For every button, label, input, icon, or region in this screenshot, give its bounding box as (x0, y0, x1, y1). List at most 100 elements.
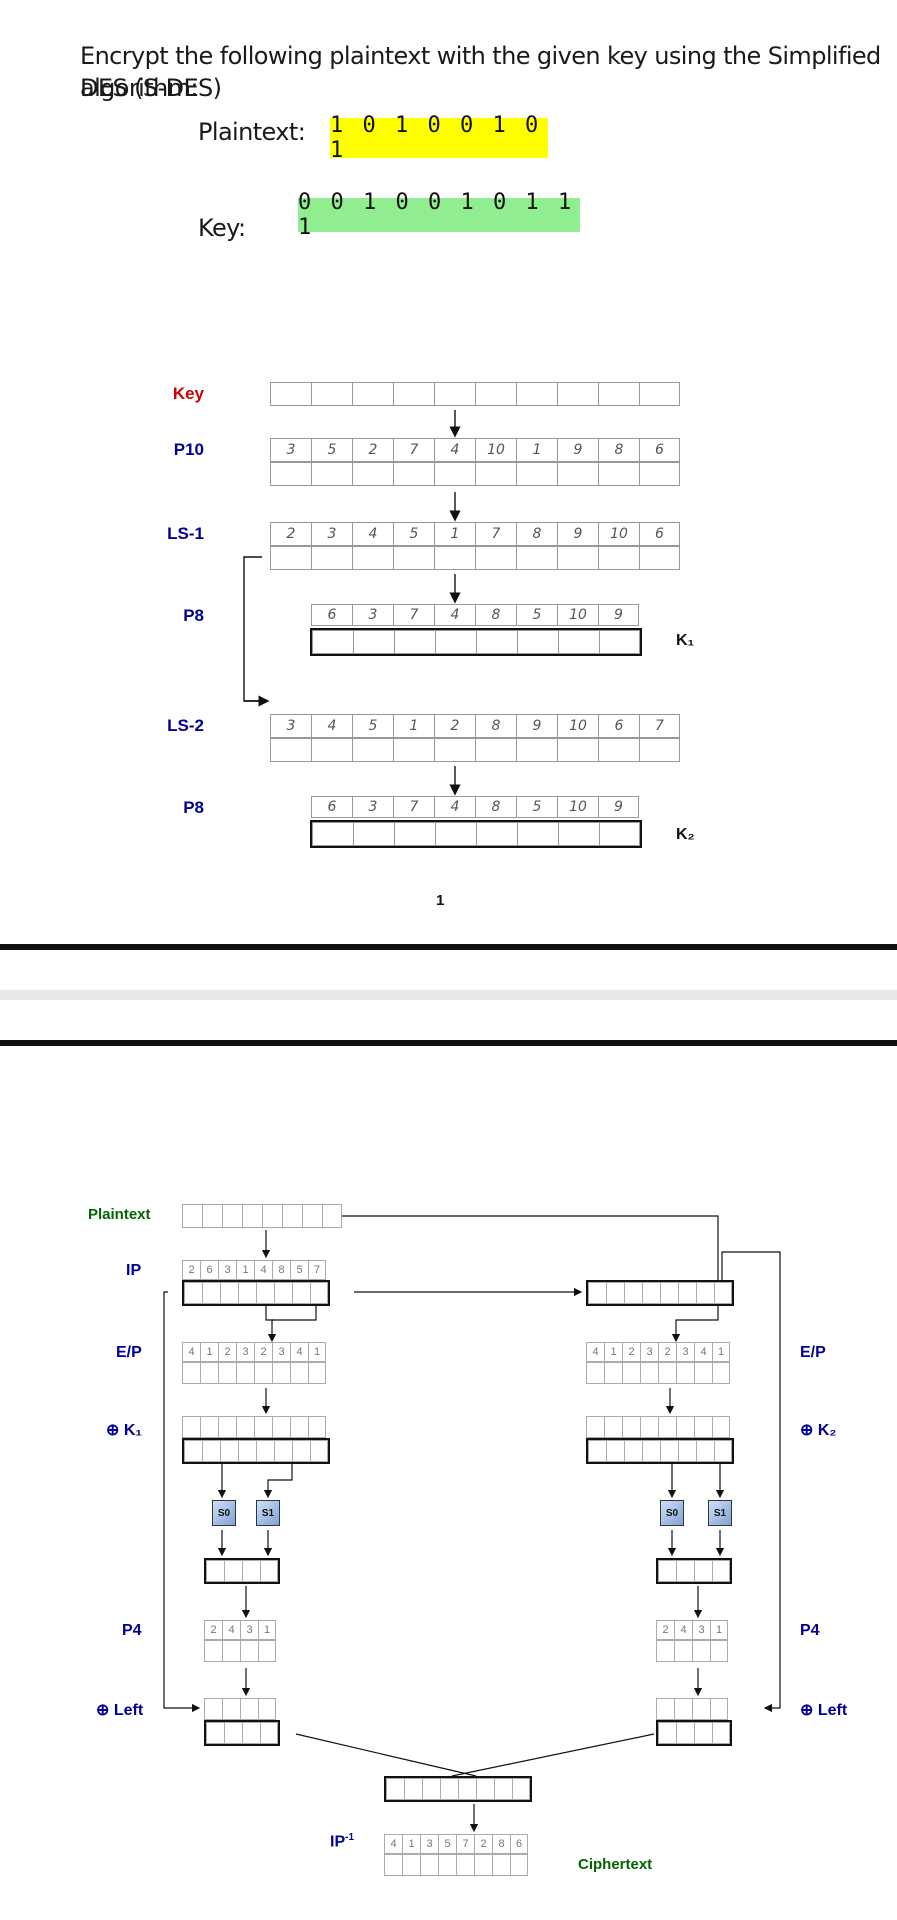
k2-output-row (310, 820, 642, 848)
p8-cell: 10 (557, 796, 598, 818)
ls1-cell: 6 (639, 522, 680, 546)
p10-cell: 1 (516, 438, 557, 462)
ip-inv-cell: 4 (384, 1834, 402, 1854)
p4-cell: 1 (710, 1620, 728, 1640)
key-input-row (270, 382, 680, 406)
sbox-output-right (656, 1558, 732, 1584)
s1-box-right: S1 (708, 1500, 732, 1526)
p8-cell: 3 (352, 796, 393, 818)
ep-cell: 1 (308, 1342, 326, 1362)
k1-output-row (310, 628, 642, 656)
ep-cell: 3 (236, 1342, 254, 1362)
ks-label-ls2: LS-2 (167, 716, 204, 735)
s0-box-right: S0 (660, 1500, 684, 1526)
ip-inv-cell: 2 (474, 1834, 492, 1854)
ip-inv-cell: 5 (438, 1834, 456, 1854)
p10-cell: 7 (393, 438, 434, 462)
enc-label-ip-inverse: IP-1 (330, 1832, 355, 1851)
plaintext-value: 1 0 1 0 0 1 0 1 (330, 113, 548, 163)
enc-label-ciphertext: Ciphertext (578, 1856, 653, 1873)
enc-xor-k2-top (586, 1416, 730, 1438)
ls1-cell: 2 (270, 522, 311, 546)
ip-inv-cell: 1 (402, 1834, 420, 1854)
p10-cell: 2 (352, 438, 393, 462)
p4-cell: 3 (240, 1620, 258, 1640)
ls1-cell: 9 (557, 522, 598, 546)
enc-ciphertext-row (384, 1854, 528, 1876)
enc-ip-output-left (182, 1280, 330, 1306)
ep-cell: 1 (604, 1342, 622, 1362)
ep-cell: 4 (586, 1342, 604, 1362)
p8-cell: 8 (475, 604, 516, 626)
ls2-cell: 6 (598, 714, 639, 738)
page-divider-top (0, 944, 897, 950)
ls2-cell: 3 (270, 714, 311, 738)
ip-inv-cell: 8 (492, 1834, 510, 1854)
enc-ep-value-left (182, 1362, 326, 1384)
p10-cell: 5 (311, 438, 352, 462)
enc-label-ep-left: E/P (116, 1344, 142, 1361)
s1-box-left: S1 (256, 1500, 280, 1526)
enc-label-plaintext: Plaintext (88, 1206, 151, 1223)
ep-cell: 2 (254, 1342, 272, 1362)
enc-label-ep-right: E/P (800, 1344, 826, 1361)
p4-cell: 3 (692, 1620, 710, 1640)
enc-xor-k1-result (182, 1438, 330, 1464)
ks-label-key: Key (172, 384, 204, 403)
p4-cell: 2 (204, 1620, 222, 1640)
k2-label: K₂ (676, 826, 695, 843)
p8-cell: 3 (352, 604, 393, 626)
ip-cell: 7 (308, 1260, 326, 1280)
ip-inv-cell: 6 (510, 1834, 528, 1854)
ks-label-p8-1: P8 (183, 606, 204, 625)
plaintext-label: Plaintext: (198, 118, 306, 146)
ls2-cell: 10 (557, 714, 598, 738)
enc-label-xor-left-right: ⊕ Left (800, 1702, 848, 1719)
enc-p4-value-right (656, 1640, 728, 1662)
enc-xor-left-result-left (204, 1720, 280, 1746)
page-number: 1 (436, 892, 445, 909)
enc-label-ip: IP (126, 1262, 142, 1279)
enc-label-p4-right: P4 (800, 1622, 820, 1639)
question-line-2: algorithm: (80, 74, 199, 102)
ls1-cell: 10 (598, 522, 639, 546)
ls2-cell: 1 (393, 714, 434, 738)
ep-cell: 1 (712, 1342, 730, 1362)
p4-cell: 4 (222, 1620, 240, 1640)
p10-cell: 3 (270, 438, 311, 462)
enc-ep-value-right (586, 1362, 730, 1384)
ls1-value-row (270, 546, 680, 570)
ls1-cell: 1 (434, 522, 475, 546)
p4-cell: 1 (258, 1620, 276, 1640)
ls2-cell: 4 (311, 714, 352, 738)
p8-cell: 7 (393, 604, 434, 626)
enc-plaintext-row (182, 1204, 342, 1228)
page-divider-shade (0, 990, 897, 1000)
p8-cell: 9 (598, 796, 639, 818)
p8-cell: 5 (516, 604, 557, 626)
ls2-value-row (270, 738, 680, 762)
p8-cell: 4 (434, 604, 475, 626)
p8-cell: 8 (475, 796, 516, 818)
p4-cell: 2 (656, 1620, 674, 1640)
enc-xor-k2-result (586, 1438, 734, 1464)
ip-inv-cell: 3 (420, 1834, 438, 1854)
ip-cell: 8 (272, 1260, 290, 1280)
enc-xor-k1-top (182, 1416, 326, 1438)
ip-cell: 4 (254, 1260, 272, 1280)
ks-label-p8-2: P8 (183, 798, 204, 817)
ls2-cell: 9 (516, 714, 557, 738)
ep-cell: 4 (182, 1342, 200, 1362)
p8-cell: 4 (434, 796, 475, 818)
enc-p4-value-left (204, 1640, 276, 1662)
ls2-cell: 5 (352, 714, 393, 738)
